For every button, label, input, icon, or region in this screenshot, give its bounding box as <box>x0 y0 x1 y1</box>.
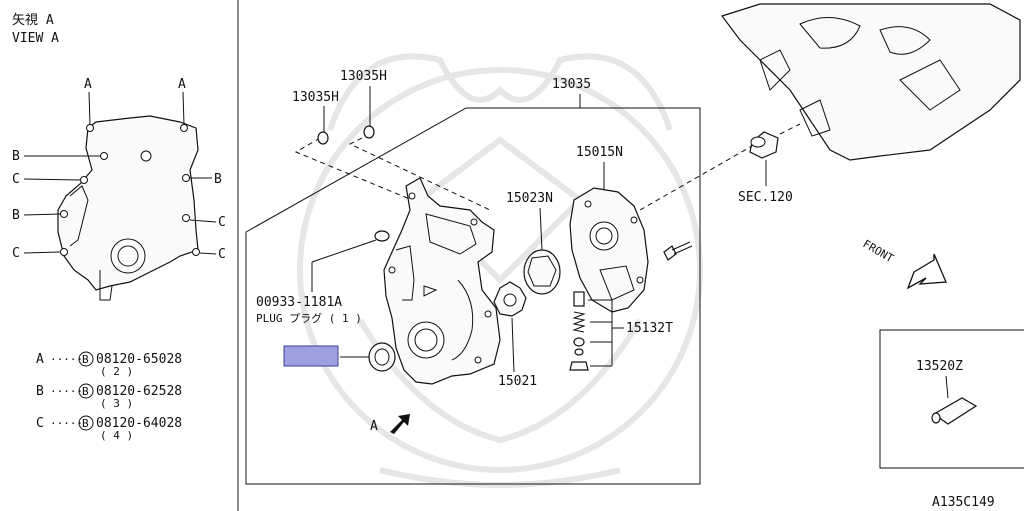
bolt-symbol: B <box>82 417 89 430</box>
marker-a-left: A <box>84 77 92 92</box>
bolt-symbol: B <box>82 353 89 366</box>
marker-b-1: B <box>12 149 20 164</box>
marker-b-2: B <box>214 172 222 187</box>
assembly-box-13035 <box>245 107 701 485</box>
dowel-sleeve <box>749 131 779 159</box>
sealant-box <box>879 329 1024 469</box>
front-arrow-icon <box>906 253 947 290</box>
legend-part-number: 08120-64028 <box>96 416 182 431</box>
callout-plug-part: 00933-1181A <box>256 295 342 310</box>
legend-qty: ( 3 ) <box>100 397 133 410</box>
alignment-line-4 <box>348 133 491 211</box>
callout-13035: 13035 <box>552 77 591 92</box>
callout-15021: 15021 <box>498 374 537 389</box>
marker-c-4: C <box>218 247 226 262</box>
legend-part-number: 08120-65028 <box>96 352 182 367</box>
bolt-legend-row: C ····· B 08120-64028 ( 4 ) <box>36 415 182 442</box>
view-a-arrow-icon <box>390 414 410 434</box>
diagram-id: A135C149 <box>932 495 995 510</box>
legend-letter: C <box>36 416 44 431</box>
front-label: FRONT <box>861 237 897 265</box>
view-a-panel: 矢視 A VIEW A A A B C B B C C C <box>12 13 226 301</box>
engine-block <box>721 3 1021 161</box>
marker-c-3: C <box>12 246 20 261</box>
legend-qty: ( 2 ) <box>100 365 133 378</box>
plug-00933 <box>374 230 390 242</box>
view-a-title-jp: 矢視 A <box>12 13 54 28</box>
dowel-13035h-right <box>363 125 375 139</box>
legend-dots: ····· <box>50 417 83 430</box>
bolt-legend-row: A ····· B 08120-65028 ( 2 ) <box>36 351 182 378</box>
legend-part-number: 08120-62528 <box>96 384 182 399</box>
bolt-legend-row: B ····· B 08120-62528 ( 3 ) <box>36 383 182 410</box>
relief-valve-15132t <box>569 291 589 371</box>
housing-bolt <box>663 241 693 261</box>
legend-letter: B <box>36 384 44 399</box>
alignment-line-2 <box>779 123 801 135</box>
marker-a-right: A <box>178 77 186 92</box>
alignment-line-1 <box>639 145 753 211</box>
view-a-arrow-label: A <box>370 419 378 434</box>
marker-c-2: C <box>218 215 226 230</box>
dowel-13035h-left <box>317 131 329 145</box>
legend-qty: ( 4 ) <box>100 429 133 442</box>
callout-plug-desc: PLUG プラグ ( 1 ) <box>256 311 362 325</box>
callout-13035h-right: 13035H <box>340 69 387 84</box>
legend-dots: ····· <box>50 353 83 366</box>
callout-15132t: 15132T <box>626 321 673 336</box>
callout-15015n: 15015N <box>576 145 623 160</box>
marker-c-1: C <box>12 172 20 187</box>
highlighted-part-box[interactable] <box>283 345 339 367</box>
marker-b-3: B <box>12 208 20 223</box>
front-cover-13035 <box>383 177 501 385</box>
outer-rotor-15023n <box>523 249 561 295</box>
valve-bracket <box>588 299 624 367</box>
legend-letter: A <box>36 352 44 367</box>
inner-rotor-15021 <box>493 281 527 317</box>
view-a-cover-outline <box>57 115 199 291</box>
view-a-pump-opening <box>110 238 146 274</box>
bolt-symbol: B <box>82 385 89 398</box>
callout-13520z: 13520Z <box>916 359 963 374</box>
callout-13035h-left: 13035H <box>292 90 339 105</box>
view-a-title: VIEW A <box>12 31 59 46</box>
oil-pump-housing-15015n <box>569 187 649 313</box>
cover-pump-bore <box>407 321 445 359</box>
callout-15023n: 15023N <box>506 191 553 206</box>
legend-dots: ····· <box>50 385 83 398</box>
callout-sec120: SEC.120 <box>738 190 793 205</box>
sealant-tube-13520z <box>931 397 978 425</box>
front-oil-seal <box>368 342 396 372</box>
bolt-legend: A ····· B 08120-65028 ( 2 ) B ····· B 08… <box>36 351 182 442</box>
